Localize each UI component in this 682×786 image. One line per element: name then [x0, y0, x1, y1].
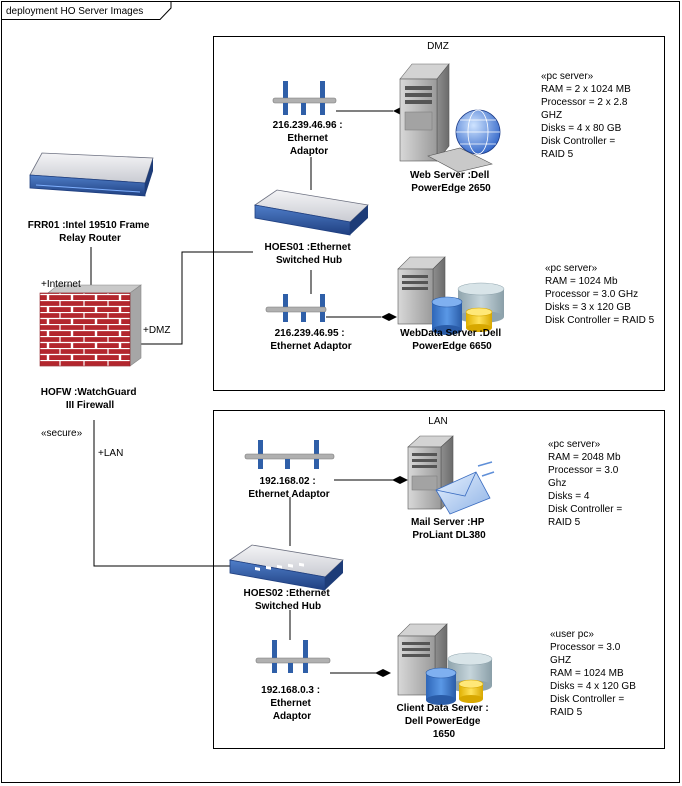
secure-stereotype-label: «secure»: [41, 428, 83, 439]
webdata-server-label: WebData Server :Dell PowerEdge 6650: [400, 328, 504, 352]
connections: [90, 110, 399, 674]
lan-edge-label: +LAN: [98, 448, 123, 459]
webdata-server-note: «pc server» RAM = 1024 Mb Processor = 3.…: [545, 263, 655, 326]
edge-labels: +Internet +DMZ +LAN «secure»: [41, 279, 171, 459]
diamond-webdata: [381, 313, 397, 321]
frame-title: deployment HO Server Images: [6, 6, 143, 17]
zone-lan: [213, 410, 665, 749]
adaptor-lan1-label: 192.168.02 : Ethernet Adaptor: [248, 476, 329, 500]
mail-server-note: «pc server» RAM = 2048 Mb Processor = 3.…: [548, 439, 625, 528]
firewall-dmz-link: [140, 251, 253, 345]
web-server-icon: [399, 63, 501, 173]
hub1-icon: [253, 189, 369, 266]
firewall-label: HOFW :WatchGuard III Firewall: [41, 387, 140, 411]
mail-server-icon: [407, 435, 495, 515]
zone-lan-label: LAN: [428, 416, 447, 427]
internet-label: +Internet: [41, 279, 81, 290]
zone-dmz: [213, 36, 665, 391]
zone-dmz-label: DMZ: [427, 41, 449, 52]
adaptor-dmz1-icon: [272, 81, 337, 115]
hub2-label: HOES02 :Ethernet Switched Hub: [244, 588, 333, 612]
adaptor-lan2-label: 192.168.0.3 : Ethernet Adaptor: [261, 685, 323, 722]
notes: «pc server» RAM = 2 x 1024 MB Processor …: [541, 71, 655, 718]
mail-server-label: Mail Server :HP ProLiant DL380: [411, 517, 487, 541]
router-label: FRR01 :Intel 19510 Frame Relay Router: [28, 220, 153, 244]
adaptor-dmz2-icon: [265, 294, 327, 322]
hub2-icon: [228, 544, 344, 591]
firewall-icon: [39, 284, 142, 367]
adaptor-dmz2-label: 216.239.46.95 : Ethernet Adaptor: [270, 328, 351, 352]
firewall-lan-link: [93, 420, 236, 567]
router-icon: [29, 152, 154, 197]
client-server-note: «user pc» Processor = 3.0 GHZ RAM = 1024…: [550, 629, 639, 718]
composition-diamonds: [375, 107, 409, 677]
dmz-edge-label: +DMZ: [143, 325, 171, 336]
adaptor-lan1-icon: [244, 440, 335, 469]
frame-tab: [1, 1, 172, 20]
adaptor-dmz1-label: 216.239.46.96 : Ethernet Adaptor: [273, 120, 346, 157]
node-labels: FRR01 :Intel 19510 Frame Relay Router HO…: [28, 120, 504, 740]
webdata-server-icon: [397, 256, 505, 335]
client-server-label: Client Data Server : Dell PowerEdge 1650: [396, 703, 491, 740]
hub1-label: HOES01 :Ethernet Switched Hub: [265, 242, 354, 266]
adaptor-lan2-icon: [255, 640, 331, 673]
diamond-mail: [392, 476, 408, 484]
diamond-client: [375, 669, 391, 677]
client-server-icon: [397, 623, 493, 705]
web-server-label: Web Server :Dell PowerEdge 2650: [410, 170, 492, 194]
web-server-note: «pc server» RAM = 2 x 1024 MB Processor …: [541, 71, 634, 160]
